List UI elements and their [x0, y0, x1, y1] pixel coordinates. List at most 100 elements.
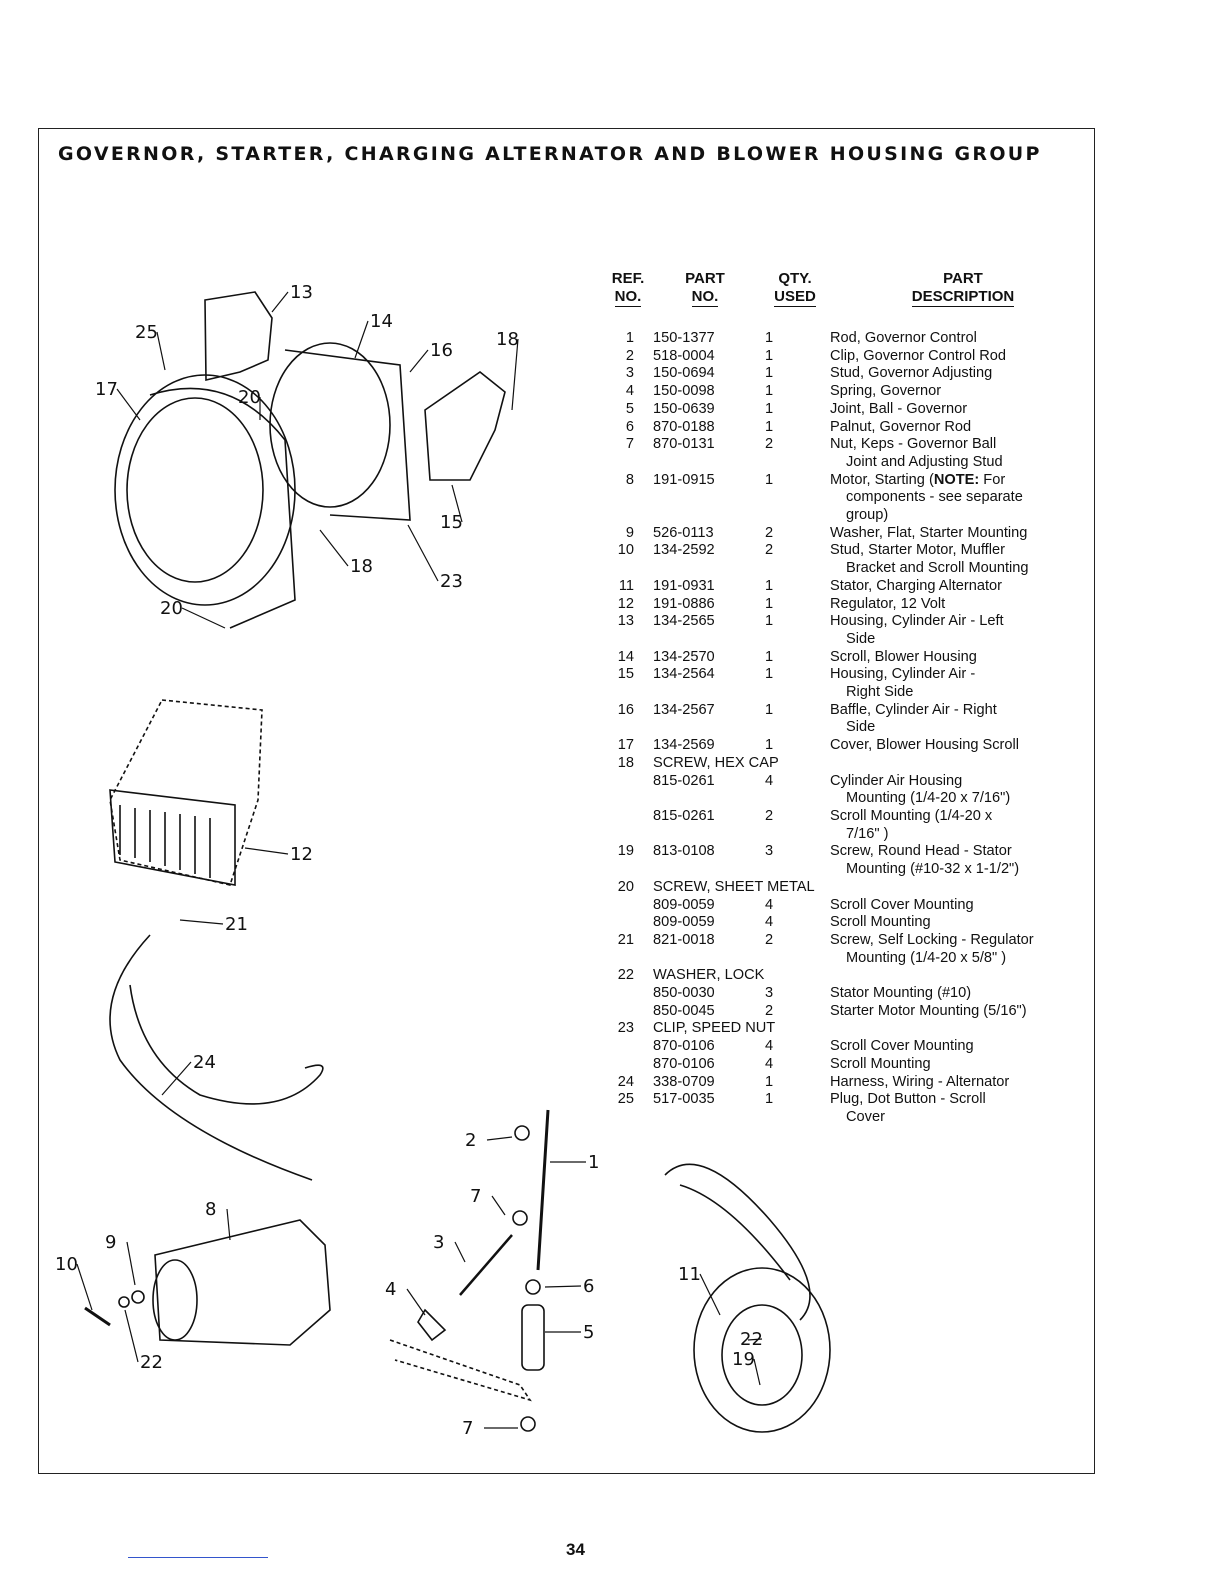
part-description: Stud, Governor Adjusting: [830, 365, 993, 382]
table-row-continuation: Side: [600, 719, 1090, 737]
part-description: Stator, Charging Alternator: [830, 577, 1002, 594]
part-description: Washer, Flat, Starter Mounting: [830, 524, 1028, 541]
part-no: 850-0045: [653, 1002, 715, 1019]
qty-used: 4: [764, 914, 774, 931]
part-description: Scroll Mounting: [830, 1055, 931, 1072]
leader-line: [406, 1288, 426, 1316]
part-no: 150-1377: [653, 330, 715, 346]
table-row: 850-0045 2 Starter Motor Mounting (5/16"): [600, 1003, 1090, 1021]
part-description: Palnut, Governor Rod: [830, 418, 972, 435]
callout-label: 9: [105, 1232, 116, 1253]
part-description: Cylinder Air Housing: [830, 772, 963, 789]
table-row-continuation: Side: [600, 631, 1090, 649]
callout-label: 22: [140, 1352, 163, 1373]
part-no: 813-0108: [653, 843, 715, 860]
part-description: Motor, Starting (NOTE: For: [830, 471, 1006, 488]
leader-line: [156, 331, 166, 371]
ref-no: 12: [617, 595, 634, 612]
part-no: 134-2592: [653, 542, 715, 559]
part-description: Screw, Self Locking - Regulator: [830, 931, 1034, 948]
part-description: Cover, Blower Housing Scroll: [830, 737, 1019, 754]
part-description: Mounting (1/4-20 x 7/16"): [846, 790, 1011, 807]
ref-no: 13: [617, 613, 634, 630]
callout-label: 1: [588, 1152, 599, 1173]
harness-shape: [109, 934, 313, 1181]
table-row: 20 SCREW, SHEET METAL: [600, 879, 1090, 897]
part-description: Clip, Governor Control Rod: [830, 347, 1007, 364]
leader-line: [124, 1309, 139, 1363]
table-row-continuation: Mounting (1/4-20 x 7/16"): [600, 790, 1090, 808]
table-row-continuation: Mounting (#10-32 x 1-1/2"): [600, 861, 1090, 879]
qty-used: 1: [764, 1073, 774, 1090]
callout-label: 18: [350, 556, 373, 577]
part-description: Baffle, Cylinder Air - Right: [830, 701, 997, 718]
ref-no: 21: [617, 931, 634, 948]
part-no: 809-0059: [653, 914, 715, 931]
part-description: Scroll, Blower Housing: [830, 648, 977, 665]
right-air-housing-shape: [424, 371, 506, 481]
part-description: 7/16" ): [846, 825, 889, 842]
ref-no: 25: [617, 1091, 634, 1108]
qty-used: 1: [764, 666, 774, 683]
part-no: 191-0915: [653, 471, 715, 488]
part-no: 870-0106: [653, 1055, 715, 1072]
group-heading: WASHER, LOCK: [653, 967, 765, 984]
leader-line: [179, 919, 224, 925]
ref-no: 20: [617, 878, 634, 895]
ref-no: 9: [625, 524, 634, 541]
ref-no: 23: [617, 1020, 634, 1037]
part-description: Starter Motor Mounting (5/16"): [830, 1002, 1027, 1019]
governor-rod-shape: [536, 1109, 550, 1271]
part-no: 815-0261: [653, 772, 715, 789]
qty-used: 1: [764, 365, 774, 382]
part-no: 517-0035: [653, 1091, 715, 1108]
blower-scroll-shape: [269, 342, 391, 508]
leader-line: [454, 1241, 466, 1263]
part-no: 134-2569: [653, 737, 715, 754]
part-description: Joint, Ball - Governor: [830, 400, 968, 417]
table-row-continuation: components - see separate: [600, 489, 1090, 507]
page-title: GOVERNOR, STARTER, CHARGING ALTERNATOR A…: [58, 143, 1042, 165]
callout-label: 10: [55, 1254, 78, 1275]
leader-line: [407, 524, 439, 582]
part-description: Right Side: [846, 684, 914, 701]
part-description: Mounting (#10-32 x 1-1/2"): [846, 861, 1020, 878]
qty-used: 4: [764, 1038, 774, 1055]
part-no: 150-0694: [653, 365, 715, 382]
qty-used: 2: [764, 1002, 774, 1019]
callout-label: 12: [290, 844, 313, 865]
qty-used: 4: [764, 772, 774, 789]
callout-label: 19: [732, 1349, 755, 1370]
ref-no: 5: [625, 400, 634, 417]
part-description: Regulator, 12 Volt: [830, 595, 946, 612]
ref-no: 3: [625, 365, 634, 382]
qty-used: 1: [764, 613, 774, 630]
part-description: Scroll Cover Mounting: [830, 1038, 974, 1055]
left-air-housing-shape: [204, 291, 273, 382]
leader-line: [116, 388, 141, 421]
leader-line: [544, 1285, 582, 1288]
group-heading: SCREW, SHEET METAL: [653, 878, 815, 895]
part-no: 134-2565: [653, 613, 715, 630]
part-description: Bracket and Scroll Mounting: [846, 560, 1029, 577]
callout-label: 3: [433, 1232, 444, 1253]
callout-label: 4: [385, 1279, 396, 1300]
part-no: 338-0709: [653, 1073, 715, 1090]
